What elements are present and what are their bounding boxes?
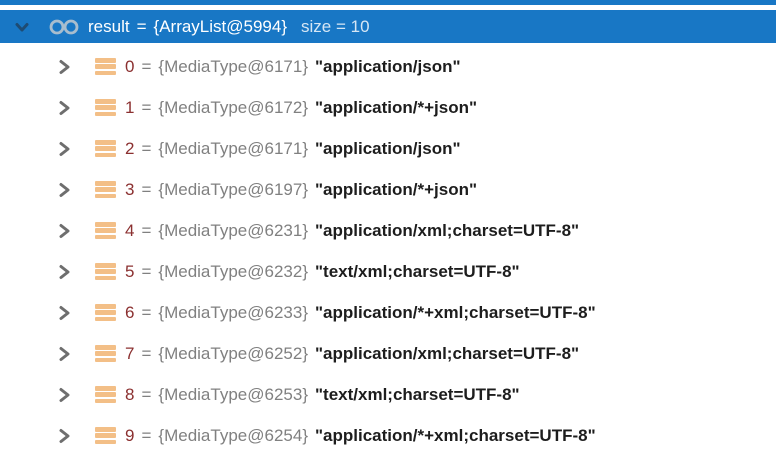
list-value-icon: [95, 58, 116, 75]
object-reference: {MediaType@6253}: [158, 384, 308, 404]
list-item-row[interactable]: 9 = {MediaType@6254} "application/*+xml;…: [0, 415, 776, 456]
children-list: 0 = {MediaType@6171} "application/json" …: [0, 43, 776, 456]
object-reference: {MediaType@6254}: [158, 425, 308, 445]
list-item-row[interactable]: 8 = {MediaType@6253} "text/xml;charset=U…: [0, 374, 776, 415]
chevron-right-icon[interactable]: [56, 98, 72, 118]
string-value: "application/xml;charset=UTF-8": [315, 220, 580, 240]
equals-sign: =: [141, 179, 152, 199]
list-item-row[interactable]: 2 = {MediaType@6171} "application/json": [0, 128, 776, 169]
equals-sign: =: [141, 138, 152, 158]
watches-glasses-icon: [48, 17, 86, 37]
list-item-row[interactable]: 6 = {MediaType@6233} "application/*+xml;…: [0, 292, 776, 333]
list-item-row[interactable]: 0 = {MediaType@6171} "application/json": [0, 46, 776, 87]
object-reference: {MediaType@6232}: [158, 261, 308, 281]
string-value: "application/*+xml;charset=UTF-8": [315, 302, 596, 322]
list-value-icon: [95, 345, 116, 362]
item-index: 0: [125, 56, 135, 76]
item-index: 5: [125, 261, 135, 281]
object-reference: {MediaType@6172}: [158, 97, 308, 117]
item-index: 4: [125, 220, 135, 240]
chevron-right-icon[interactable]: [56, 385, 72, 405]
list-item-row[interactable]: 4 = {MediaType@6231} "application/xml;ch…: [0, 210, 776, 251]
equals-sign: =: [141, 343, 152, 363]
chevron-right-icon[interactable]: [56, 303, 72, 323]
item-index: 6: [125, 302, 135, 322]
chevron-right-icon[interactable]: [56, 139, 72, 159]
item-index: 3: [125, 179, 135, 199]
chevron-right-icon[interactable]: [56, 344, 72, 364]
clipped-row-top: [0, 0, 776, 5]
string-value: "application/json": [315, 138, 461, 158]
string-value: "application/*+xml;charset=UTF-8": [315, 425, 596, 445]
item-index: 9: [125, 425, 135, 445]
result-variable-name: result: [88, 16, 130, 36]
size-label: size = 10: [301, 16, 370, 36]
equals-sign: =: [141, 261, 152, 281]
object-reference: {MediaType@6233}: [158, 302, 308, 322]
list-item-row[interactable]: 5 = {MediaType@6232} "text/xml;charset=U…: [0, 251, 776, 292]
arraylist-reference: {ArrayList@5994}: [153, 16, 288, 36]
chevron-right-icon[interactable]: [56, 57, 72, 77]
list-item-row[interactable]: 1 = {MediaType@6172} "application/*+json…: [0, 87, 776, 128]
string-value: "application/json": [315, 56, 461, 76]
list-value-icon: [95, 181, 116, 198]
list-value-icon: [95, 304, 116, 321]
list-value-icon: [95, 386, 116, 403]
item-index: 2: [125, 138, 135, 158]
equals-sign: =: [136, 16, 147, 36]
string-value: "application/*+json": [315, 97, 478, 117]
object-reference: {MediaType@6252}: [158, 343, 308, 363]
equals-sign: =: [141, 302, 152, 322]
item-index: 7: [125, 343, 135, 363]
chevron-right-icon[interactable]: [56, 221, 72, 241]
equals-sign: =: [141, 220, 152, 240]
chevron-right-icon[interactable]: [56, 180, 72, 200]
equals-sign: =: [141, 97, 152, 117]
equals-sign: =: [141, 56, 152, 76]
chevron-right-icon[interactable]: [56, 262, 72, 282]
list-value-icon: [95, 140, 116, 157]
chevron-down-icon[interactable]: [12, 17, 32, 37]
list-value-icon: [95, 99, 116, 116]
result-node-row[interactable]: result = {ArrayList@5994} size = 10: [0, 10, 776, 43]
list-value-icon: [95, 263, 116, 280]
string-value: "text/xml;charset=UTF-8": [315, 384, 520, 404]
chevron-right-icon[interactable]: [56, 426, 72, 446]
equals-sign: =: [141, 425, 152, 445]
string-value: "application/*+json": [315, 179, 478, 199]
list-item-row[interactable]: 7 = {MediaType@6252} "application/xml;ch…: [0, 333, 776, 374]
list-value-icon: [95, 427, 116, 444]
string-value: "text/xml;charset=UTF-8": [315, 261, 520, 281]
string-value: "application/xml;charset=UTF-8": [315, 343, 580, 363]
object-reference: {MediaType@6171}: [158, 56, 308, 76]
equals-sign: =: [141, 384, 152, 404]
object-reference: {MediaType@6231}: [158, 220, 308, 240]
object-reference: {MediaType@6197}: [158, 179, 308, 199]
item-index: 8: [125, 384, 135, 404]
item-index: 1: [125, 97, 135, 117]
list-item-row[interactable]: 3 = {MediaType@6197} "application/*+json…: [0, 169, 776, 210]
list-value-icon: [95, 222, 116, 239]
object-reference: {MediaType@6171}: [158, 138, 308, 158]
